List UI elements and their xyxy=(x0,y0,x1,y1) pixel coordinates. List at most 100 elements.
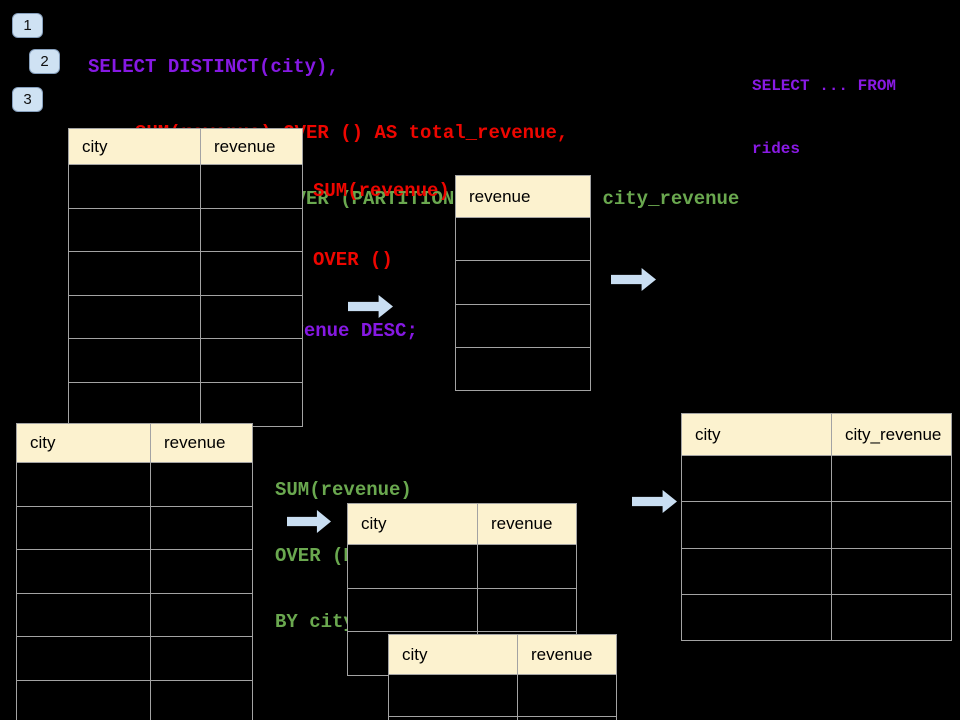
table-row xyxy=(455,346,591,392)
table-cell xyxy=(150,549,253,594)
column-header-city: city xyxy=(681,413,832,456)
step-badge-label: 2 xyxy=(40,53,49,70)
table-cell xyxy=(68,381,201,427)
table-cell xyxy=(150,592,253,638)
table-cell xyxy=(681,547,832,595)
table-row xyxy=(16,679,253,720)
table-cell xyxy=(150,636,253,681)
annotation-total-revenue: SUM(revenue) OVER () xyxy=(313,134,450,318)
table-cell xyxy=(200,251,303,296)
step-badge-1: 1 xyxy=(12,13,43,38)
table-cell xyxy=(388,674,518,717)
annotation-line: OVER () xyxy=(313,249,393,271)
table-row xyxy=(16,636,253,681)
table-cell xyxy=(16,679,151,720)
column-header-revenue: revenue xyxy=(200,128,303,165)
table-cell xyxy=(16,462,151,507)
table-row xyxy=(681,454,952,503)
table-cell xyxy=(200,207,303,253)
column-header-city: city xyxy=(388,634,518,675)
table-cell xyxy=(831,593,952,642)
table-header-row: city city_revenue xyxy=(681,413,952,456)
column-header-city: city xyxy=(68,128,201,165)
table-cell xyxy=(455,260,591,305)
table-cell xyxy=(347,544,478,589)
table-header-row: city revenue xyxy=(16,423,253,463)
table-row xyxy=(347,587,577,633)
step-badge-2: 2 xyxy=(29,49,60,74)
column-header-revenue: revenue xyxy=(455,175,591,218)
column-header-revenue: revenue xyxy=(517,634,617,675)
table-row xyxy=(681,593,952,642)
table-cell xyxy=(68,338,201,383)
table-row xyxy=(16,592,253,638)
annotation-line: SUM(revenue) xyxy=(275,479,412,501)
table-cell xyxy=(831,501,952,549)
table-row xyxy=(68,207,303,253)
table-cell xyxy=(831,454,952,503)
table-header-row: revenue xyxy=(455,175,591,218)
column-header-city-revenue: city_revenue xyxy=(831,413,952,456)
table-cell xyxy=(517,716,617,720)
table-cell xyxy=(200,164,303,209)
column-header-revenue: revenue xyxy=(477,503,577,545)
table-row xyxy=(455,303,591,348)
table-cell xyxy=(150,462,253,507)
table-row xyxy=(388,674,617,717)
table-cell xyxy=(517,674,617,717)
step-badge-label: 1 xyxy=(23,17,32,34)
column-header-city: city xyxy=(16,423,151,463)
table-row xyxy=(16,549,253,594)
table-row xyxy=(455,260,591,305)
table-row xyxy=(68,251,303,296)
column-header-revenue: revenue xyxy=(150,423,253,463)
table-cell xyxy=(68,251,201,296)
table-cell xyxy=(68,164,201,209)
right-arrow-icon xyxy=(632,490,677,513)
table-cell xyxy=(477,587,577,633)
table-row xyxy=(347,544,577,589)
table-row xyxy=(681,501,952,549)
sql-snippet: SELECT ... FROM rides xyxy=(752,34,896,202)
table-cell xyxy=(16,592,151,638)
table-cell xyxy=(681,454,832,503)
table-source-top: city revenue xyxy=(68,128,303,427)
table-partition-overlay: city revenue xyxy=(388,634,617,720)
table-cell xyxy=(831,547,952,595)
step-badge-3: 3 xyxy=(12,87,43,112)
table-row xyxy=(68,164,303,209)
table-cell xyxy=(455,216,591,262)
table-header-row: city revenue xyxy=(388,634,617,675)
table-cell xyxy=(200,381,303,427)
table-row xyxy=(68,381,303,427)
table-row xyxy=(681,547,952,595)
table-row xyxy=(388,716,617,720)
table-cell xyxy=(68,207,201,253)
sql-snippet-line: rides xyxy=(752,140,801,158)
table-cell xyxy=(477,544,577,589)
table-cell xyxy=(681,593,832,642)
table-row xyxy=(455,216,591,262)
table-cell xyxy=(200,294,303,340)
table-cell xyxy=(16,549,151,594)
table-source-bottom: city revenue xyxy=(16,423,253,720)
table-row xyxy=(16,462,253,507)
table-total-revenue-result: revenue xyxy=(455,175,591,392)
column-header-city: city xyxy=(347,503,478,545)
table-row xyxy=(16,505,253,551)
sql-snippet-line: SELECT ... FROM xyxy=(752,77,897,95)
table-cell xyxy=(347,587,478,633)
table-cell xyxy=(200,338,303,383)
table-cell xyxy=(455,303,591,348)
table-row xyxy=(68,338,303,383)
table-city-revenue-result: city city_revenue xyxy=(681,413,952,642)
table-cell xyxy=(16,505,151,551)
annotation-line: SUM(revenue) xyxy=(313,180,450,202)
table-cell xyxy=(150,505,253,551)
table-cell xyxy=(388,716,518,720)
step-badge-label: 3 xyxy=(23,91,32,108)
table-cell xyxy=(681,501,832,549)
sql-line-select: SELECT DISTINCT(city), xyxy=(88,56,339,78)
table-cell xyxy=(16,636,151,681)
